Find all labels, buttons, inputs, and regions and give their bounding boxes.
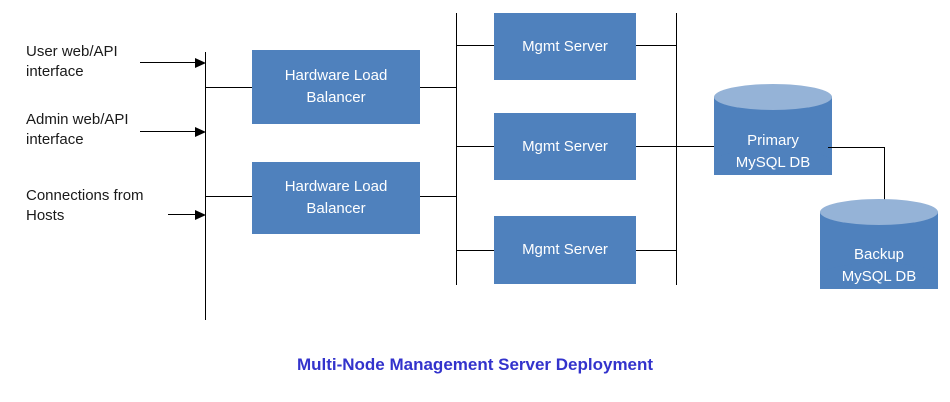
connector-mgmt1-to-right-bus <box>636 45 677 46</box>
primary-db-top-ellipse <box>714 84 832 110</box>
middle-vertical-bus <box>456 13 457 285</box>
connector-lb2-to-middle-bus <box>420 196 457 197</box>
node-mgmt-server-1[interactable]: Mgmt Server <box>494 13 636 80</box>
input-label-user-interface: User web/API interface <box>26 43 118 80</box>
node-mgmt-server-3[interactable]: Mgmt Server <box>494 216 636 284</box>
node-hardware-load-balancer-1[interactable]: Hardware Load Balancer <box>252 50 420 124</box>
right-vertical-bus <box>676 13 677 285</box>
node-primary-mysql-db[interactable]: Primary MySQL DB <box>714 84 832 188</box>
connector-right-bus-to-primary-db <box>676 146 726 147</box>
left-vertical-bus <box>205 52 206 320</box>
connector-mgmt2-to-right-bus <box>636 146 677 147</box>
connector-left-bus-to-lb1 <box>205 87 253 88</box>
primary-db-bottom-ellipse <box>714 149 832 175</box>
connector-primary-db-to-replication-elbow <box>828 147 885 148</box>
connector-middle-bus-to-mgmt1 <box>456 45 495 46</box>
connector-lb1-to-middle-bus <box>420 87 457 88</box>
node-mgmt-server-2[interactable]: Mgmt Server <box>494 113 636 180</box>
connector-mgmt3-to-right-bus <box>636 250 677 251</box>
connector-left-bus-to-lb2 <box>205 196 253 197</box>
backup-db-top-ellipse <box>820 199 938 225</box>
node-backup-mysql-db[interactable]: Backup MySQL DB <box>820 199 938 302</box>
input-label-host-connections: Connections from Hosts <box>26 187 144 224</box>
connector-replication-down-to-backup-db <box>884 147 885 213</box>
connector-middle-bus-to-mgmt3 <box>456 250 495 251</box>
diagram-title: Multi-Node Management Server Deployment <box>296 355 654 374</box>
node-hardware-load-balancer-2[interactable]: Hardware Load Balancer <box>252 162 420 234</box>
backup-db-label: Backup MySQL DB <box>841 246 917 285</box>
primary-db-label: Primary MySQL DB <box>735 132 811 171</box>
backup-db-bottom-ellipse <box>820 263 938 289</box>
input-label-admin-interface: Admin web/API interface <box>26 111 129 148</box>
connector-middle-bus-to-mgmt2 <box>456 146 495 147</box>
